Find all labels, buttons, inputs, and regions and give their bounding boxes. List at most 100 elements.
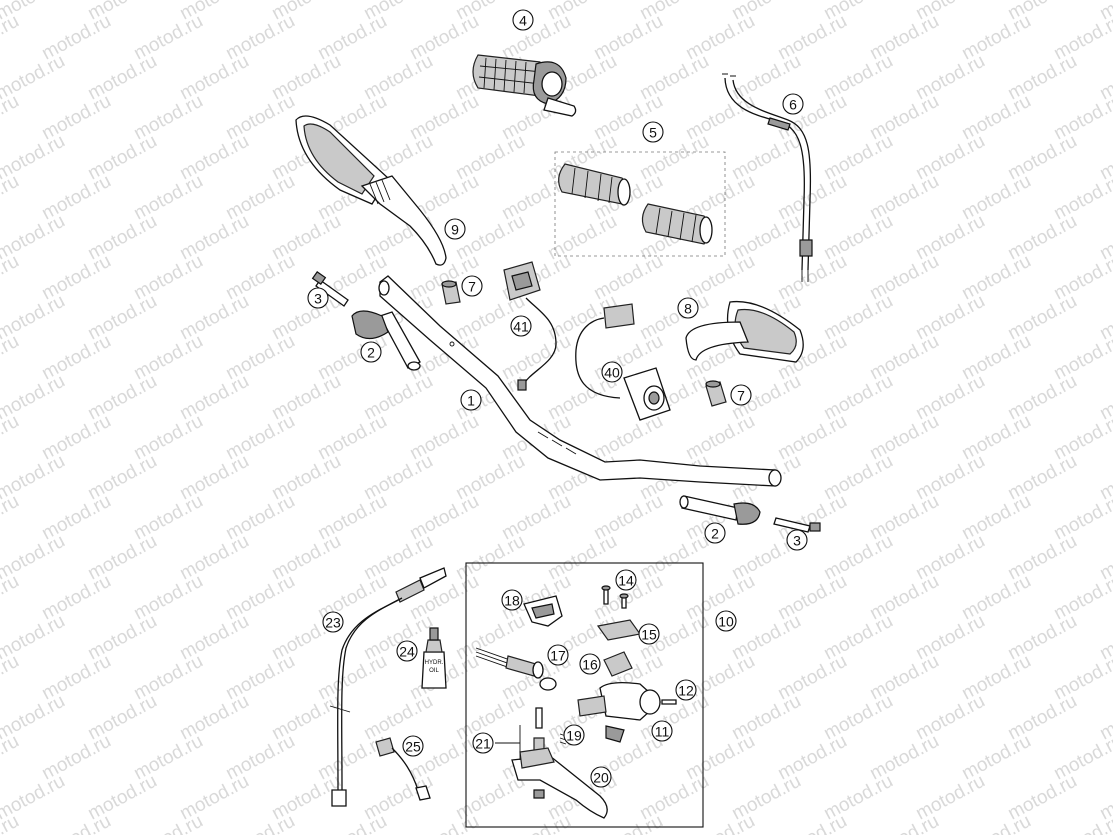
bar-end-weight-right-part	[679, 495, 761, 525]
callout-number: 3	[314, 291, 322, 307]
adapter-25-part	[375, 737, 431, 801]
callout-c18: 18	[501, 589, 523, 611]
callout-number: 6	[789, 97, 797, 113]
callout-number: 16	[582, 657, 598, 673]
watermark-text: motod.ru	[222, 811, 298, 835]
throttle-cables-part	[722, 73, 813, 282]
callout-c9: 9	[444, 218, 466, 240]
callout-c8: 8	[677, 297, 699, 319]
watermark-text: motod.ru	[958, 811, 1034, 835]
callout-number: 8	[684, 301, 692, 317]
callout-c19: 19	[563, 724, 585, 746]
watermark-text: motod.ru	[0, 731, 23, 785]
watermark-text: motod.ru	[0, 491, 23, 545]
pin-21-part	[533, 707, 545, 753]
callout-number: 1	[467, 393, 475, 409]
callout-number: 10	[718, 614, 734, 630]
callout-number: 17	[550, 648, 566, 664]
callout-c7b: 7	[730, 384, 752, 406]
callout-number: 14	[618, 573, 634, 589]
callout-c24: 24	[396, 640, 418, 662]
callout-number: 4	[519, 13, 527, 29]
oil-bottle-label: OIL	[429, 668, 439, 674]
callout-layer: 1223345677891011121415161718192021232425…	[307, 9, 808, 788]
callout-number: 20	[593, 770, 609, 786]
oil-bottle-part	[421, 627, 447, 689]
handlebar-part	[378, 275, 782, 487]
leader-lines	[495, 725, 521, 760]
watermark-text: motod.ru	[0, 11, 23, 65]
callout-c40: 40	[601, 361, 623, 383]
left-mirror-part	[295, 115, 447, 266]
switch-assembly-part	[575, 303, 671, 421]
callout-c16: 16	[579, 653, 601, 675]
callout-c12: 12	[675, 679, 697, 701]
brake-kit-box	[465, 562, 704, 828]
callout-number: 2	[367, 345, 375, 361]
watermark-text: motod.ru	[774, 811, 850, 835]
callout-c23: 23	[322, 611, 344, 633]
watermark-text: motod.ru	[866, 811, 942, 835]
callout-c2a: 2	[360, 341, 382, 363]
bar-end-weight-left-part	[351, 310, 421, 371]
callout-number: 5	[649, 125, 657, 141]
callout-number: 15	[641, 627, 657, 643]
callout-number: 24	[399, 644, 415, 660]
adjuster-top-part	[441, 280, 461, 305]
callout-number: 40	[604, 365, 620, 381]
watermark-text: motod.ru	[498, 811, 574, 835]
callout-number: 7	[737, 388, 745, 404]
right-mirror-part	[685, 300, 804, 363]
throttle-grip-part	[472, 54, 577, 117]
callout-c11: 11	[651, 720, 673, 742]
callout-c14: 14	[615, 569, 637, 591]
grip-set-part	[554, 151, 726, 257]
callout-number: 23	[325, 615, 341, 631]
diaphragm-16-part	[603, 651, 633, 677]
callout-c3b: 3	[786, 529, 808, 551]
callout-c2b: 2	[704, 522, 726, 544]
brake-lever-20-part	[511, 747, 608, 819]
callout-number: 12	[678, 683, 694, 699]
callout-c3a: 3	[307, 287, 329, 309]
watermark-text: motod.ru	[0, 411, 23, 465]
callout-c15: 15	[638, 623, 660, 645]
callout-number: 3	[793, 533, 801, 549]
bolt-right-part	[773, 517, 821, 533]
kill-switch-part	[503, 261, 557, 391]
callout-c10: 10	[715, 610, 737, 632]
bleed-hose-part	[329, 567, 447, 807]
watermark-text: motod.ru	[314, 811, 390, 835]
callout-c17: 17	[547, 644, 569, 666]
piston-17-part	[475, 647, 557, 691]
reservoir-cap-part	[523, 595, 563, 627]
callout-number: 25	[405, 739, 421, 755]
callout-number: 21	[475, 736, 491, 752]
callout-c21: 21	[472, 732, 494, 754]
callout-c6: 6	[782, 93, 804, 115]
watermark-text: motod.ru	[0, 571, 23, 625]
callout-c7a: 7	[461, 275, 483, 297]
adjuster-right-part	[705, 380, 727, 407]
screw-14-part	[601, 585, 629, 609]
callout-c20: 20	[590, 766, 612, 788]
watermark-text: motod.ru	[0, 91, 23, 145]
callout-c25: 25	[402, 735, 424, 757]
watermark-text: motod.ru	[0, 331, 23, 385]
callout-number: 11	[655, 724, 670, 740]
callout-number: 7	[468, 279, 476, 295]
watermark-text: motod.ru	[0, 251, 23, 305]
bolt-left-part	[311, 271, 349, 307]
callout-c4: 4	[512, 9, 534, 31]
screw-12-part	[661, 699, 677, 705]
callout-number: 18	[504, 593, 520, 609]
callout-number: 9	[451, 222, 459, 238]
callout-c5: 5	[642, 121, 664, 143]
callout-number: 41	[513, 319, 529, 335]
callout-c1: 1	[460, 389, 482, 411]
watermark-text: motod.ru	[130, 811, 206, 835]
callout-number: 2	[711, 526, 719, 542]
watermark-text: motod.ru	[0, 651, 23, 705]
